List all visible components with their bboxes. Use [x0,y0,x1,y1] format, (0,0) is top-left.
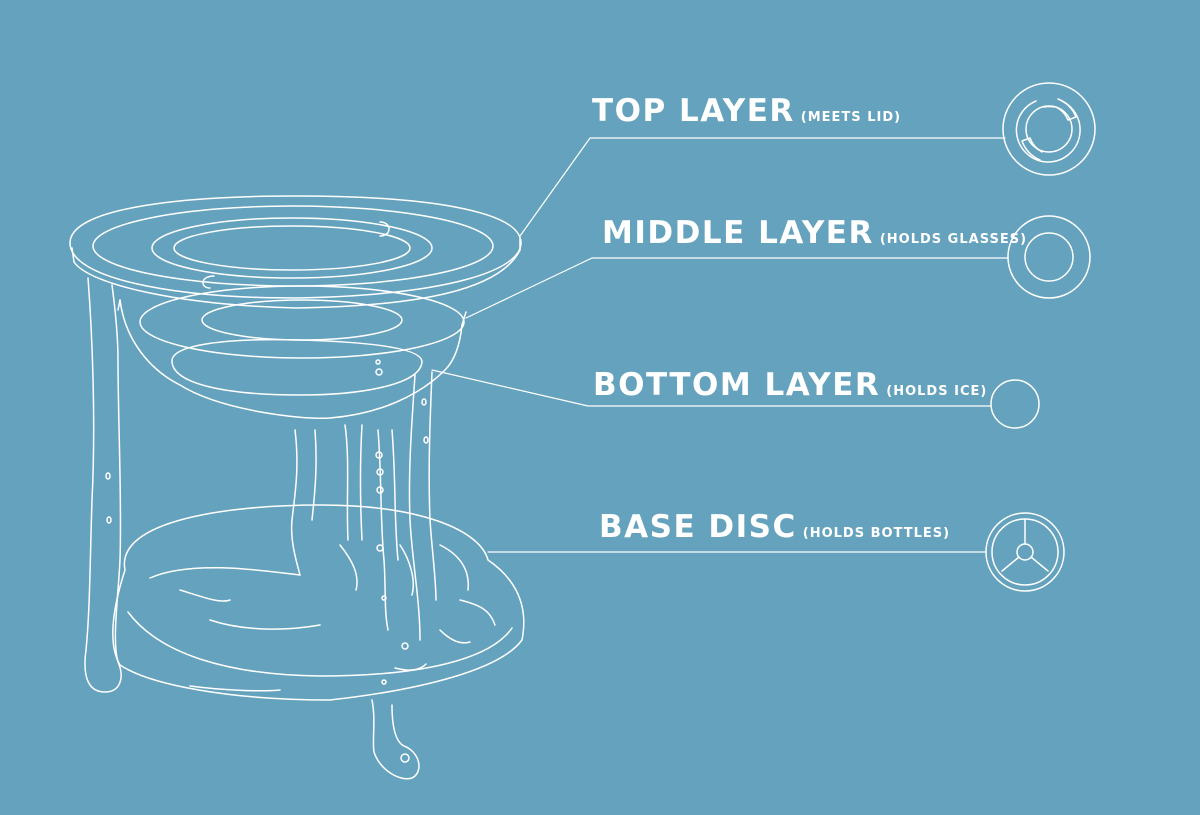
front-leg [372,700,419,779]
leader-lines [432,138,1008,552]
top-layer-icon [1003,83,1095,175]
bottom-layer-icon [991,380,1039,428]
left-leg [85,278,121,692]
middle-layer-subtitle: (HOLDS GLASSES) [880,232,1027,247]
base-disc-illustration [113,505,524,700]
cooler-illustration [70,196,524,779]
base-disc-title: BASE DISC [599,509,797,545]
label-top-layer: TOP LAYER (MEETS LID) [592,96,901,127]
top-layer-illustration [70,196,521,308]
base-disc-subtitle: (HOLDS BOTTLES) [803,526,950,541]
bottom-layer-subtitle: (HOLDS ICE) [886,384,987,399]
top-layer-subtitle: (MEETS LID) [801,110,901,125]
back-legs [292,425,398,630]
label-base-disc: BASE DISC (HOLDS BOTTLES) [599,512,950,543]
label-bottom-layer: BOTTOM LAYER (HOLDS ICE) [593,370,987,401]
middle-layer-title: MIDDLE LAYER [602,215,874,251]
base-disc-icon [986,513,1064,591]
right-leg [409,372,436,640]
middle-layer-illustration [140,286,464,358]
bottom-layer-title: BOTTOM LAYER [593,367,880,403]
bottom-layer-illustration [172,340,422,395]
label-middle-layer: MIDDLE LAYER (HOLDS GLASSES) [602,218,1027,249]
leader-line-middle [466,258,1008,318]
top-layer-title: TOP LAYER [592,93,795,129]
